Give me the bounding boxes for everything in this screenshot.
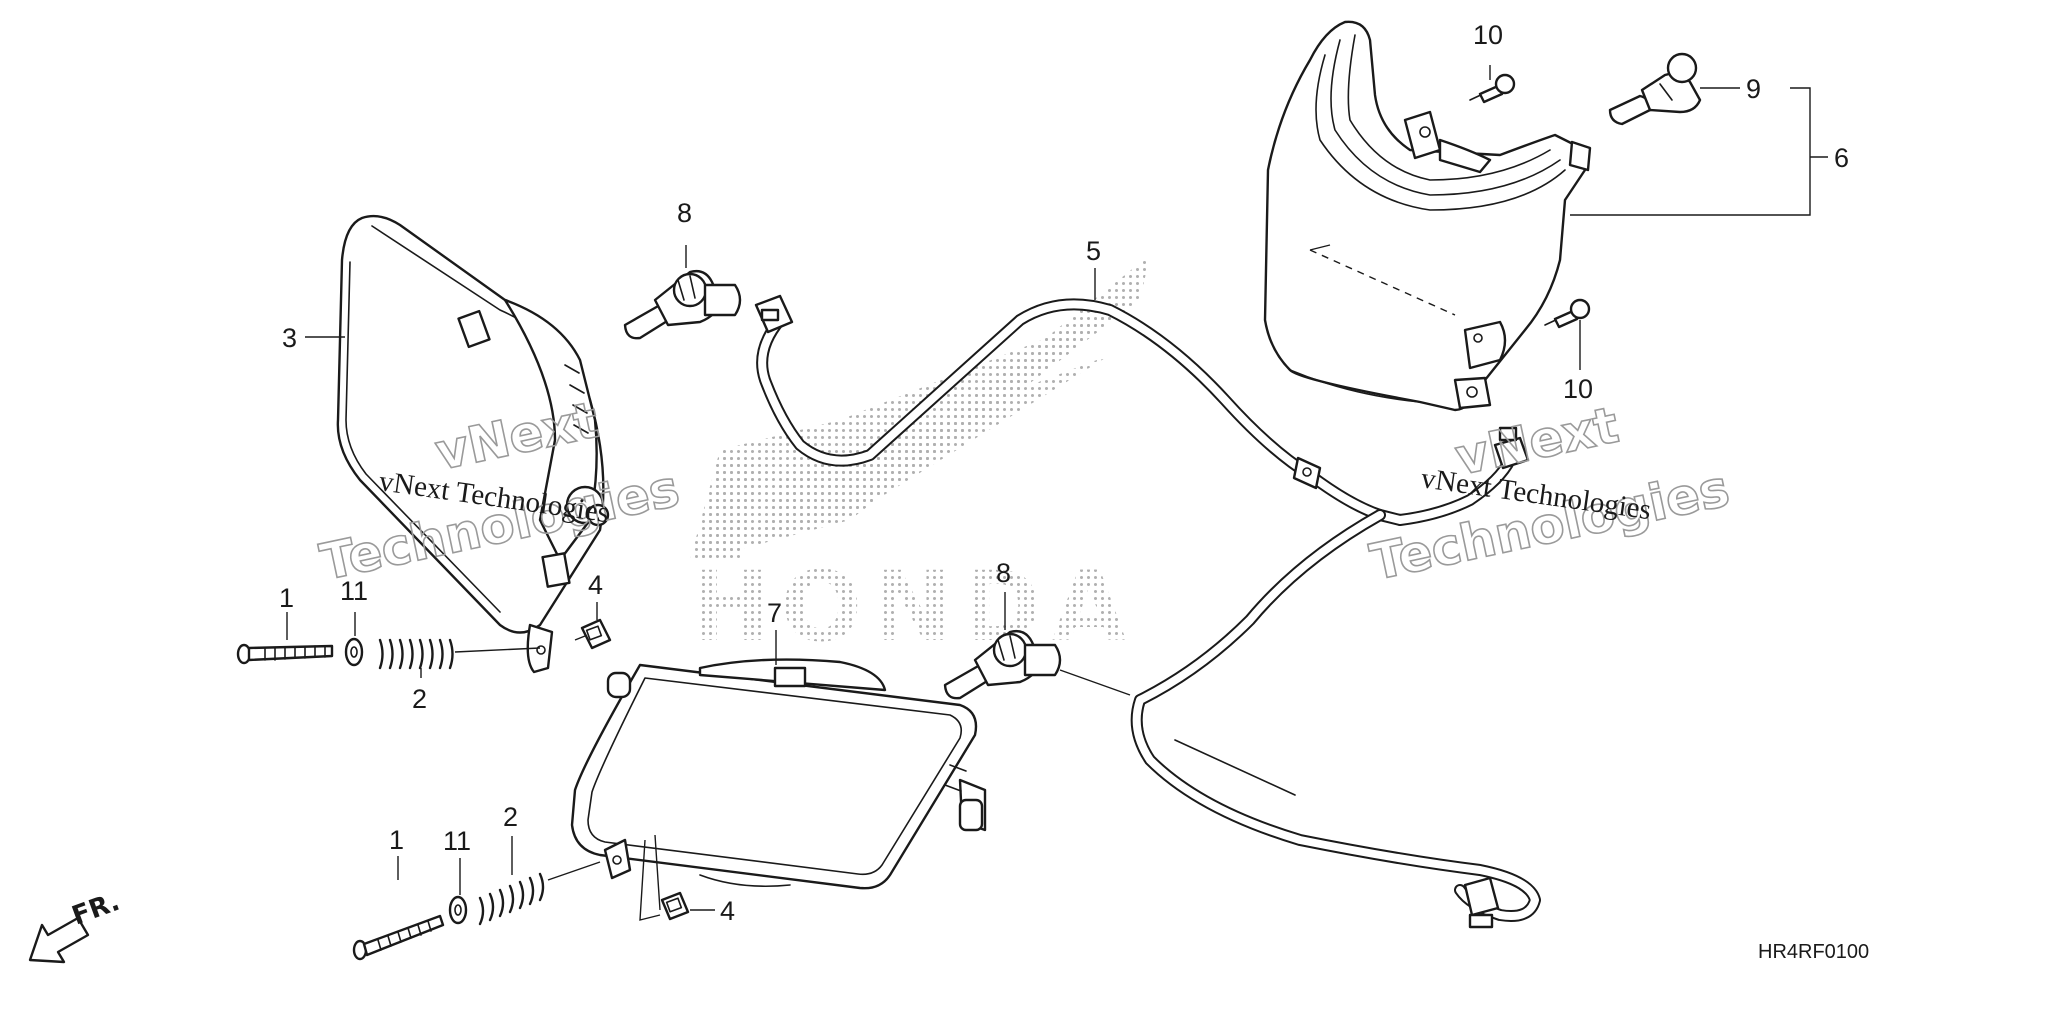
callout-1-lower: 1 bbox=[389, 825, 404, 855]
callout-11-lower: 11 bbox=[443, 826, 471, 856]
callout-7: 7 bbox=[767, 598, 782, 628]
honda-logo-text: HONDA bbox=[690, 551, 1136, 663]
callout-10-lower: 10 bbox=[1563, 374, 1593, 404]
front-direction-arrow: FR. bbox=[28, 887, 124, 964]
callout-10-upper: 10 bbox=[1473, 20, 1503, 50]
callout-2-upper: 2 bbox=[412, 684, 427, 714]
callout-4-lower: 4 bbox=[720, 896, 735, 926]
bulb-upper bbox=[623, 269, 742, 340]
hardware-upper bbox=[236, 618, 612, 670]
callout-5: 5 bbox=[1086, 236, 1101, 266]
honda-wing-logo: HONDA bbox=[690, 255, 1150, 663]
callout-3: 3 bbox=[282, 323, 297, 353]
headlight-lower bbox=[570, 658, 987, 890]
screw-lower bbox=[1544, 298, 1591, 329]
callout-6: 6 bbox=[1834, 143, 1849, 173]
callout-labels: 3 1 11 2 4 8 5 7 8 10 9 6 10 1 11 2 4 bbox=[279, 20, 1849, 926]
callout-9: 9 bbox=[1746, 74, 1761, 104]
screw-upper bbox=[1469, 73, 1516, 104]
callout-8-lower: 8 bbox=[996, 558, 1011, 588]
light-housing-upper-right bbox=[1263, 20, 1592, 412]
headlight-upper-left bbox=[336, 214, 610, 674]
leader-lines bbox=[286, 65, 1828, 911]
callout-1-upper: 1 bbox=[279, 583, 294, 613]
bulb-small bbox=[1608, 52, 1702, 126]
callout-11-upper: 11 bbox=[340, 576, 368, 606]
diagram-code: HR4RF0100 bbox=[1758, 941, 1869, 963]
hardware-lower bbox=[352, 834, 690, 961]
callout-8-upper: 8 bbox=[677, 198, 692, 228]
front-label: FR. bbox=[68, 887, 123, 932]
wire-harness bbox=[754, 294, 1541, 929]
callout-2-lower: 2 bbox=[503, 802, 518, 832]
bulb-lower bbox=[943, 629, 1062, 700]
callout-4-upper: 4 bbox=[588, 570, 603, 600]
